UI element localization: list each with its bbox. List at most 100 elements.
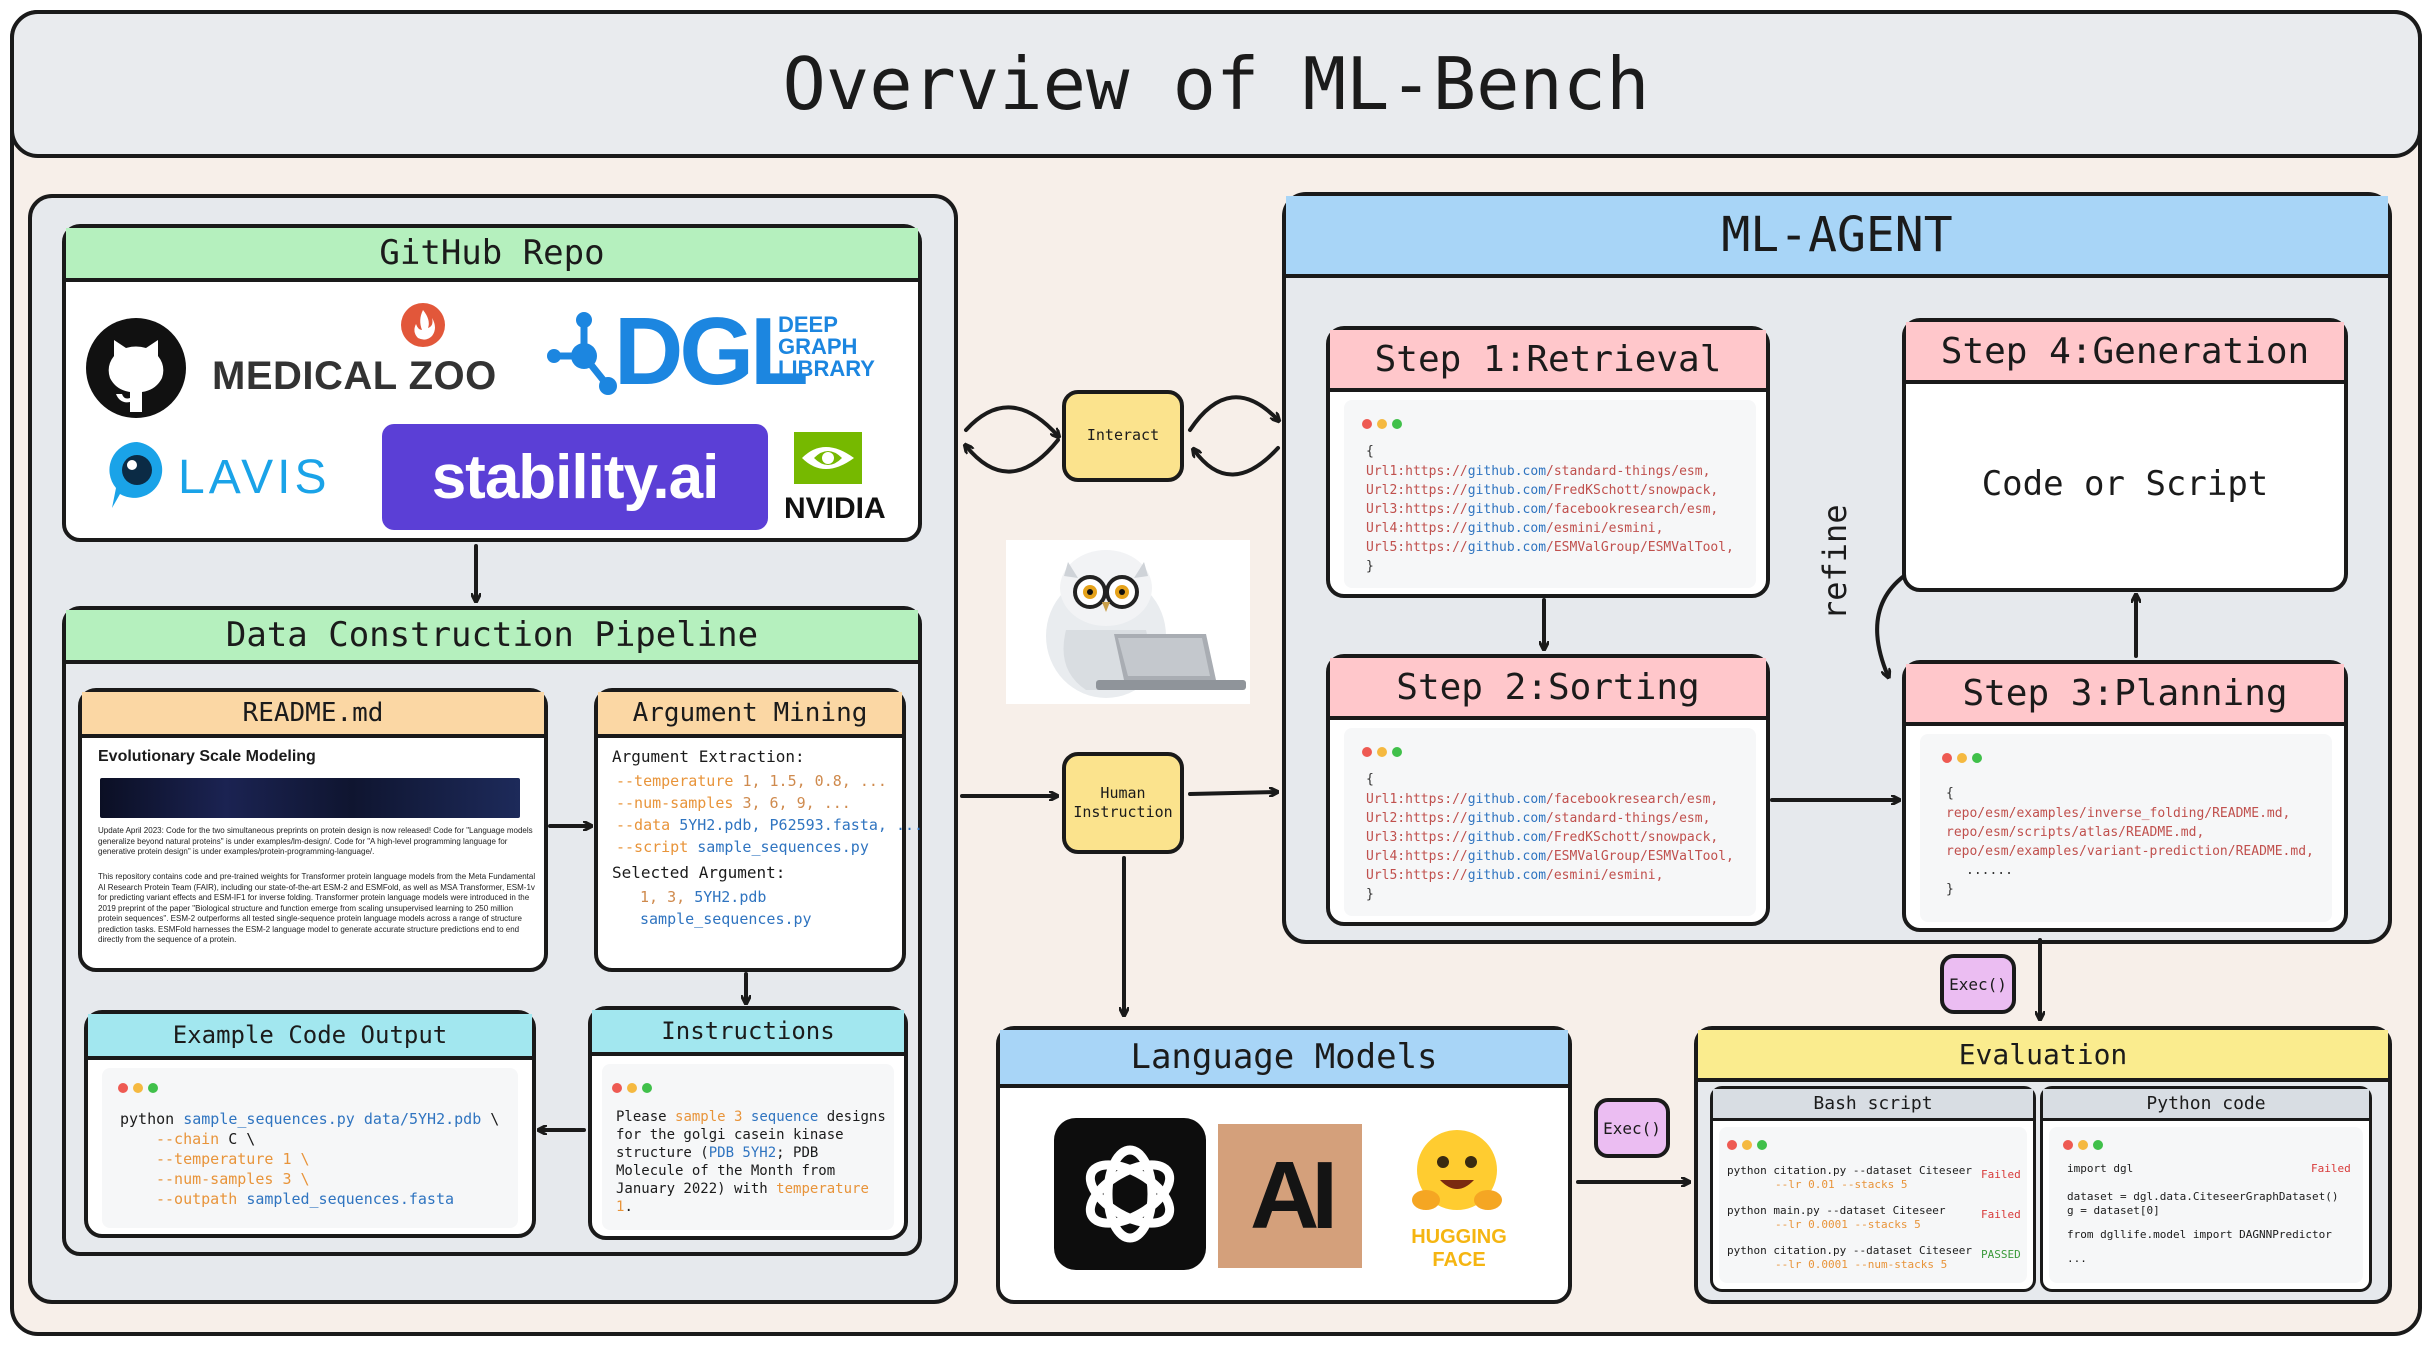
argument-mining-header: Argument Mining <box>598 692 902 738</box>
step3-header: Step 3:Planning <box>1906 664 2344 726</box>
python-line-1: import dgl <box>2067 1162 2134 1175</box>
github-repo-box: GitHub Repo MEDICAL ZOO DGL DEEP GRAPH L… <box>62 224 922 542</box>
step3-planning-box: Step 3:Planning { repo/esm/examples/inve… <box>1902 660 2348 932</box>
bash-row-2-command: python main.py --dataset Citeseer <box>1727 1204 1946 1217</box>
example-code-output-box: Example Code Output python sample_sequen… <box>84 1010 536 1238</box>
nvidia-eye-icon <box>794 432 862 484</box>
step3-path-1: repo/esm/examples/inverse_folding/README… <box>1946 806 2291 821</box>
instructions-block: Please sample 3 sequence designs for the… <box>602 1064 894 1230</box>
exec-node-2: Exec() <box>1594 1098 1670 1158</box>
window-dots <box>118 1078 163 1097</box>
arg-temperature: --temperature 1, 1.5, 0.8, ... <box>616 772 887 790</box>
step1-url-5: Url5:https://github.com/ESMValGroup/ESMV… <box>1366 540 1734 555</box>
example-code-line-4: --num-samples 3 \ <box>156 1170 310 1188</box>
flame-logo-icon <box>401 303 445 347</box>
step2-code: { Url1:https://github.com/facebookresear… <box>1344 728 1756 916</box>
step3-path-3: repo/esm/examples/variant-prediction/REA… <box>1946 844 2314 859</box>
bash-row-3-status: PASSED <box>1981 1248 2021 1261</box>
step2-url-3: Url3:https://github.com/FredKSchott/snow… <box>1366 830 1719 845</box>
dgl-logo: DGL <box>614 298 809 405</box>
python-line-3: g = dataset[0] <box>2067 1204 2160 1217</box>
example-code-output-header: Example Code Output <box>88 1014 532 1060</box>
nvidia-logo: NVIDIA <box>784 492 886 525</box>
step3-code: { repo/esm/examples/inverse_folding/READ… <box>1920 734 2332 922</box>
bash-row-2-status: Failed <box>1981 1208 2021 1221</box>
step3-close-brace: } <box>1946 882 1954 897</box>
lavis-logo: LAVIS <box>178 451 331 504</box>
bash-row-3-args: --lr 0.0001 --num-stacks 5 <box>1775 1258 1948 1271</box>
step1-header: Step 1:Retrieval <box>1330 330 1766 392</box>
bash-script-code: python citation.py --dataset Citeseer --… <box>1719 1127 2027 1283</box>
step1-code: { Url1:https://github.com/standard-thing… <box>1344 400 1756 588</box>
step1-url-1: Url1:https://github.com/standard-things/… <box>1366 464 1711 479</box>
step3-path-2: repo/esm/scripts/atlas/README.md, <box>1946 825 2205 840</box>
python-code-box: Python code import dgl Failed dataset = … <box>2040 1086 2372 1292</box>
readme-paragraph-1: Update April 2023: Code for the two simu… <box>98 826 533 856</box>
example-code-line-2: --chain C \ <box>156 1130 256 1148</box>
example-code-block: python sample_sequences.py data/5YH2.pdb… <box>102 1068 518 1228</box>
step4-generation-box: Step 4:Generation Code or Script <box>1902 318 2348 592</box>
step4-body: Code or Script <box>1981 464 2269 504</box>
interact-node: Interact <box>1062 390 1184 482</box>
page-title: Overview of ML-Bench <box>10 10 2422 158</box>
stability-ai-logo: stability.ai <box>431 442 720 512</box>
evaluation-header: Evaluation <box>1698 1030 2388 1082</box>
lavis-logo-icon <box>109 442 163 508</box>
anthropic-logo-bg <box>1218 1124 1362 1268</box>
dgl-library-label: LIBRARY <box>778 356 875 381</box>
dgl-graph-label: GRAPH <box>778 334 858 359</box>
step1-retrieval-box: Step 1:Retrieval { Url1:https://github.c… <box>1326 326 1770 598</box>
bash-script-box: Bash script python citation.py --dataset… <box>1710 1086 2036 1292</box>
argument-extraction-label: Argument Extraction: <box>612 747 805 766</box>
window-dots <box>2063 1135 2108 1154</box>
step1-url-3: Url3:https://github.com/facebookresearch… <box>1366 502 1719 517</box>
instructions-box: Instructions Please sample 3 sequence de… <box>588 1006 908 1240</box>
python-status: Failed <box>2311 1162 2351 1175</box>
github-repo-header: GitHub Repo <box>66 228 918 282</box>
instructions-header: Instructions <box>592 1010 904 1056</box>
selected-argument-script: sample_sequences.py <box>640 910 812 928</box>
step2-url-1: Url1:https://github.com/facebookresearch… <box>1366 792 1719 807</box>
step2-header: Step 2:Sorting <box>1330 658 1766 720</box>
hugging-face-label: HUGGING FACE <box>1411 1226 1507 1271</box>
window-dots <box>1727 1135 1772 1154</box>
step2-url-2: Url2:https://github.com/standard-things/… <box>1366 811 1711 826</box>
instructions-text: Please sample 3 sequence designs for the… <box>616 1109 886 1215</box>
python-line-4: from dgllife.model import DAGNNPredictor <box>2067 1228 2332 1241</box>
refine-label: refine <box>1816 504 1854 620</box>
anthropic-logo: AI <box>1250 1142 1338 1249</box>
language-models-box: Language Models AI HUGGING FACE <box>996 1026 1572 1304</box>
human-instruction-node: Human Instruction <box>1062 752 1184 854</box>
step2-close-brace: } <box>1366 887 1374 902</box>
window-dots <box>612 1078 657 1097</box>
python-line-5: ... <box>2067 1252 2087 1265</box>
pipeline-header: Data Construction Pipeline <box>66 610 918 664</box>
readme-title: Evolutionary Scale Modeling <box>98 748 316 765</box>
step3-open-brace: { <box>1946 786 1954 801</box>
window-dots <box>1362 742 1407 761</box>
hugging-face-icon <box>1412 1130 1502 1210</box>
github-logo-icon <box>86 318 186 418</box>
bash-row-1-command: python citation.py --dataset Citeseer <box>1727 1164 1973 1177</box>
language-models-header: Language Models <box>1000 1030 1568 1088</box>
exec-node-1: Exec() <box>1940 954 2016 1014</box>
openai-logo-icon <box>1054 1118 1206 1270</box>
bash-row-1-args: --lr 0.01 --stacks 5 <box>1775 1178 1908 1191</box>
step2-url-5: Url5:https://github.com/esmini/esmini, <box>1366 868 1664 883</box>
medical-zoo-logo: MEDICAL ZOO <box>212 354 497 398</box>
bash-row-2-args: --lr 0.0001 --stacks 5 <box>1775 1218 1921 1231</box>
example-code-line-5: --outpath sampled_sequences.fasta <box>156 1190 455 1208</box>
python-code-header: Python code <box>2043 1089 2369 1121</box>
step1-url-2: Url2:https://github.com/FredKSchott/snow… <box>1366 483 1719 498</box>
readme-header: README.md <box>82 692 544 738</box>
owl-with-laptop-image <box>1006 540 1250 704</box>
step1-url-4: Url4:https://github.com/esmini/esmini, <box>1366 521 1664 536</box>
readme-paragraph-2: This repository contains code and pre-tr… <box>98 872 536 944</box>
logo-area: MEDICAL ZOO DGL DEEP GRAPH LIBRARY LAVIS… <box>66 282 918 538</box>
bash-row-3-command: python citation.py --dataset Citeseer <box>1727 1244 1973 1257</box>
step2-sorting-box: Step 2:Sorting { Url1:https://github.com… <box>1326 654 1770 926</box>
step1-close-brace: } <box>1366 559 1374 574</box>
python-line-2: dataset = dgl.data.CiteseerGraphDataset(… <box>2067 1190 2339 1203</box>
example-code-line-3: --temperature 1 \ <box>156 1150 310 1168</box>
step3-ellipsis: ...... <box>1966 863 2013 878</box>
